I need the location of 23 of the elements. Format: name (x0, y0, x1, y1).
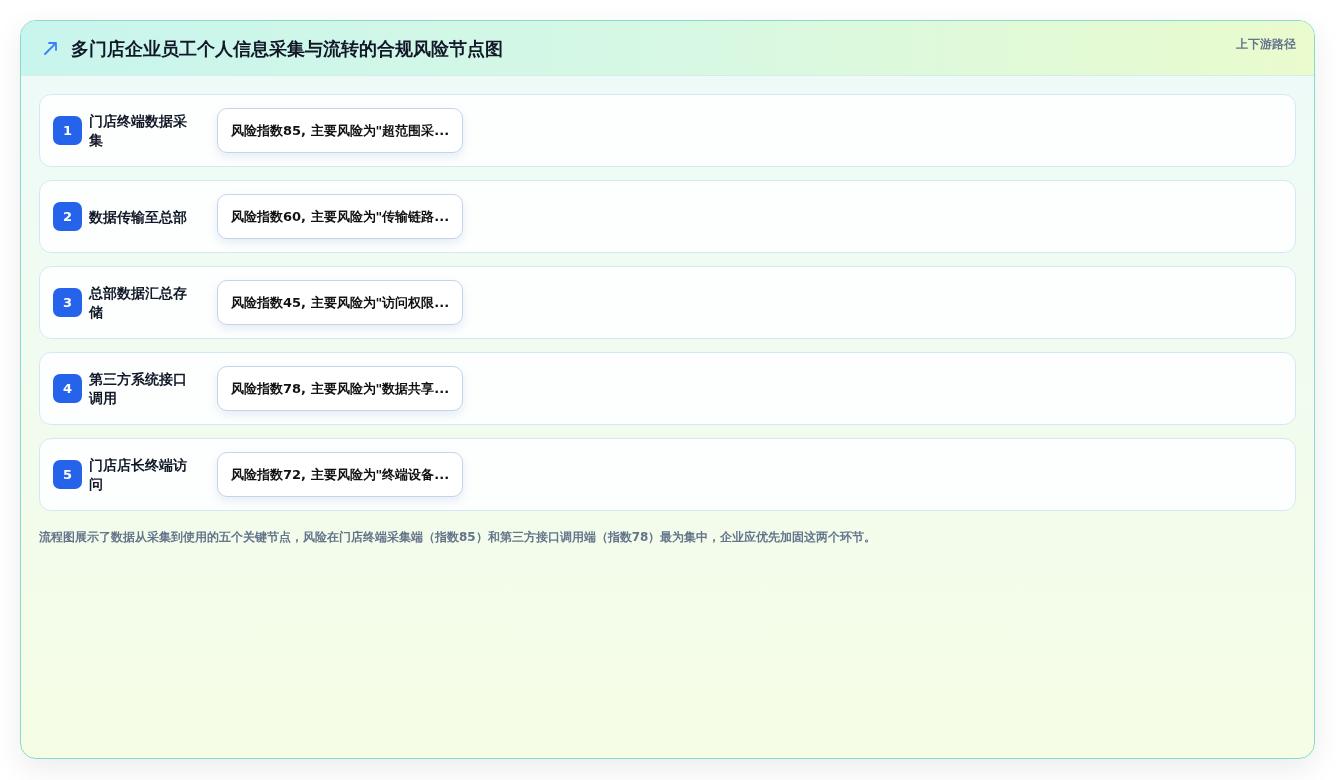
step-number: 1 (53, 116, 82, 145)
step-name: 数据传输至总部 (89, 207, 188, 226)
risk-note: 风险指数60, 主要风险为"传输链路... (217, 194, 464, 239)
step-name: 总部数据汇总存储 (89, 283, 188, 322)
caption-text: 流程图展示了数据从采集到使用的五个关键节点，风险在门店终端采集端（指数85）和第三方接口调用端（指数78）最为集中，企业应优先加固这两个环节。 (39, 529, 877, 545)
risk-note: 风险指数72, 主要风险为"终端设备... (217, 452, 464, 497)
step-card (39, 266, 1296, 339)
step-number: 2 (53, 202, 82, 231)
risk-note: 风险指数85, 主要风险为"超范围采... (217, 108, 464, 153)
step-card (39, 94, 1296, 167)
step-name: 第三方系统接口调用 (89, 369, 188, 408)
diagram-title: 多门店企业员工个人信息采集与流转的合规风险节点图 (71, 37, 503, 61)
step-number: 4 (53, 374, 82, 403)
header-note: 上下游路径 (1236, 36, 1296, 52)
risk-note: 风险指数45, 主要风险为"访问权限... (217, 280, 464, 325)
risk-note: 风险指数78, 主要风险为"数据共享... (217, 366, 464, 411)
step-number: 5 (53, 460, 82, 489)
step-card (39, 438, 1296, 511)
step-card (39, 180, 1296, 253)
step-number: 3 (53, 288, 82, 317)
step-card (39, 352, 1296, 425)
step-name: 门店终端数据采集 (89, 111, 188, 150)
step-name: 门店店长终端访问 (89, 455, 188, 494)
